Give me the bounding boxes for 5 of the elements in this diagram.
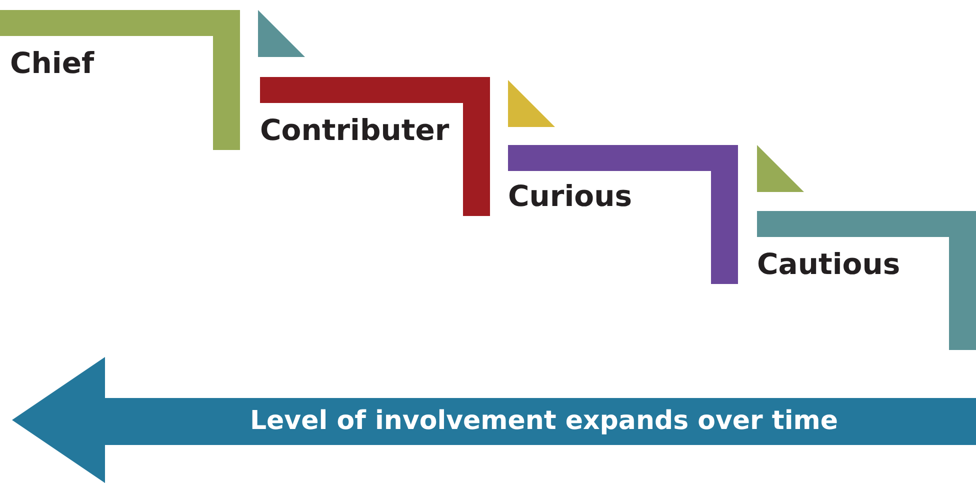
step-label: Cautious <box>757 247 900 281</box>
arrow-label: Level of involvement expands over time <box>248 406 839 436</box>
step-label: Contributer <box>260 113 450 147</box>
step-label: Chief <box>10 46 94 80</box>
step-label: Curious <box>508 179 632 213</box>
